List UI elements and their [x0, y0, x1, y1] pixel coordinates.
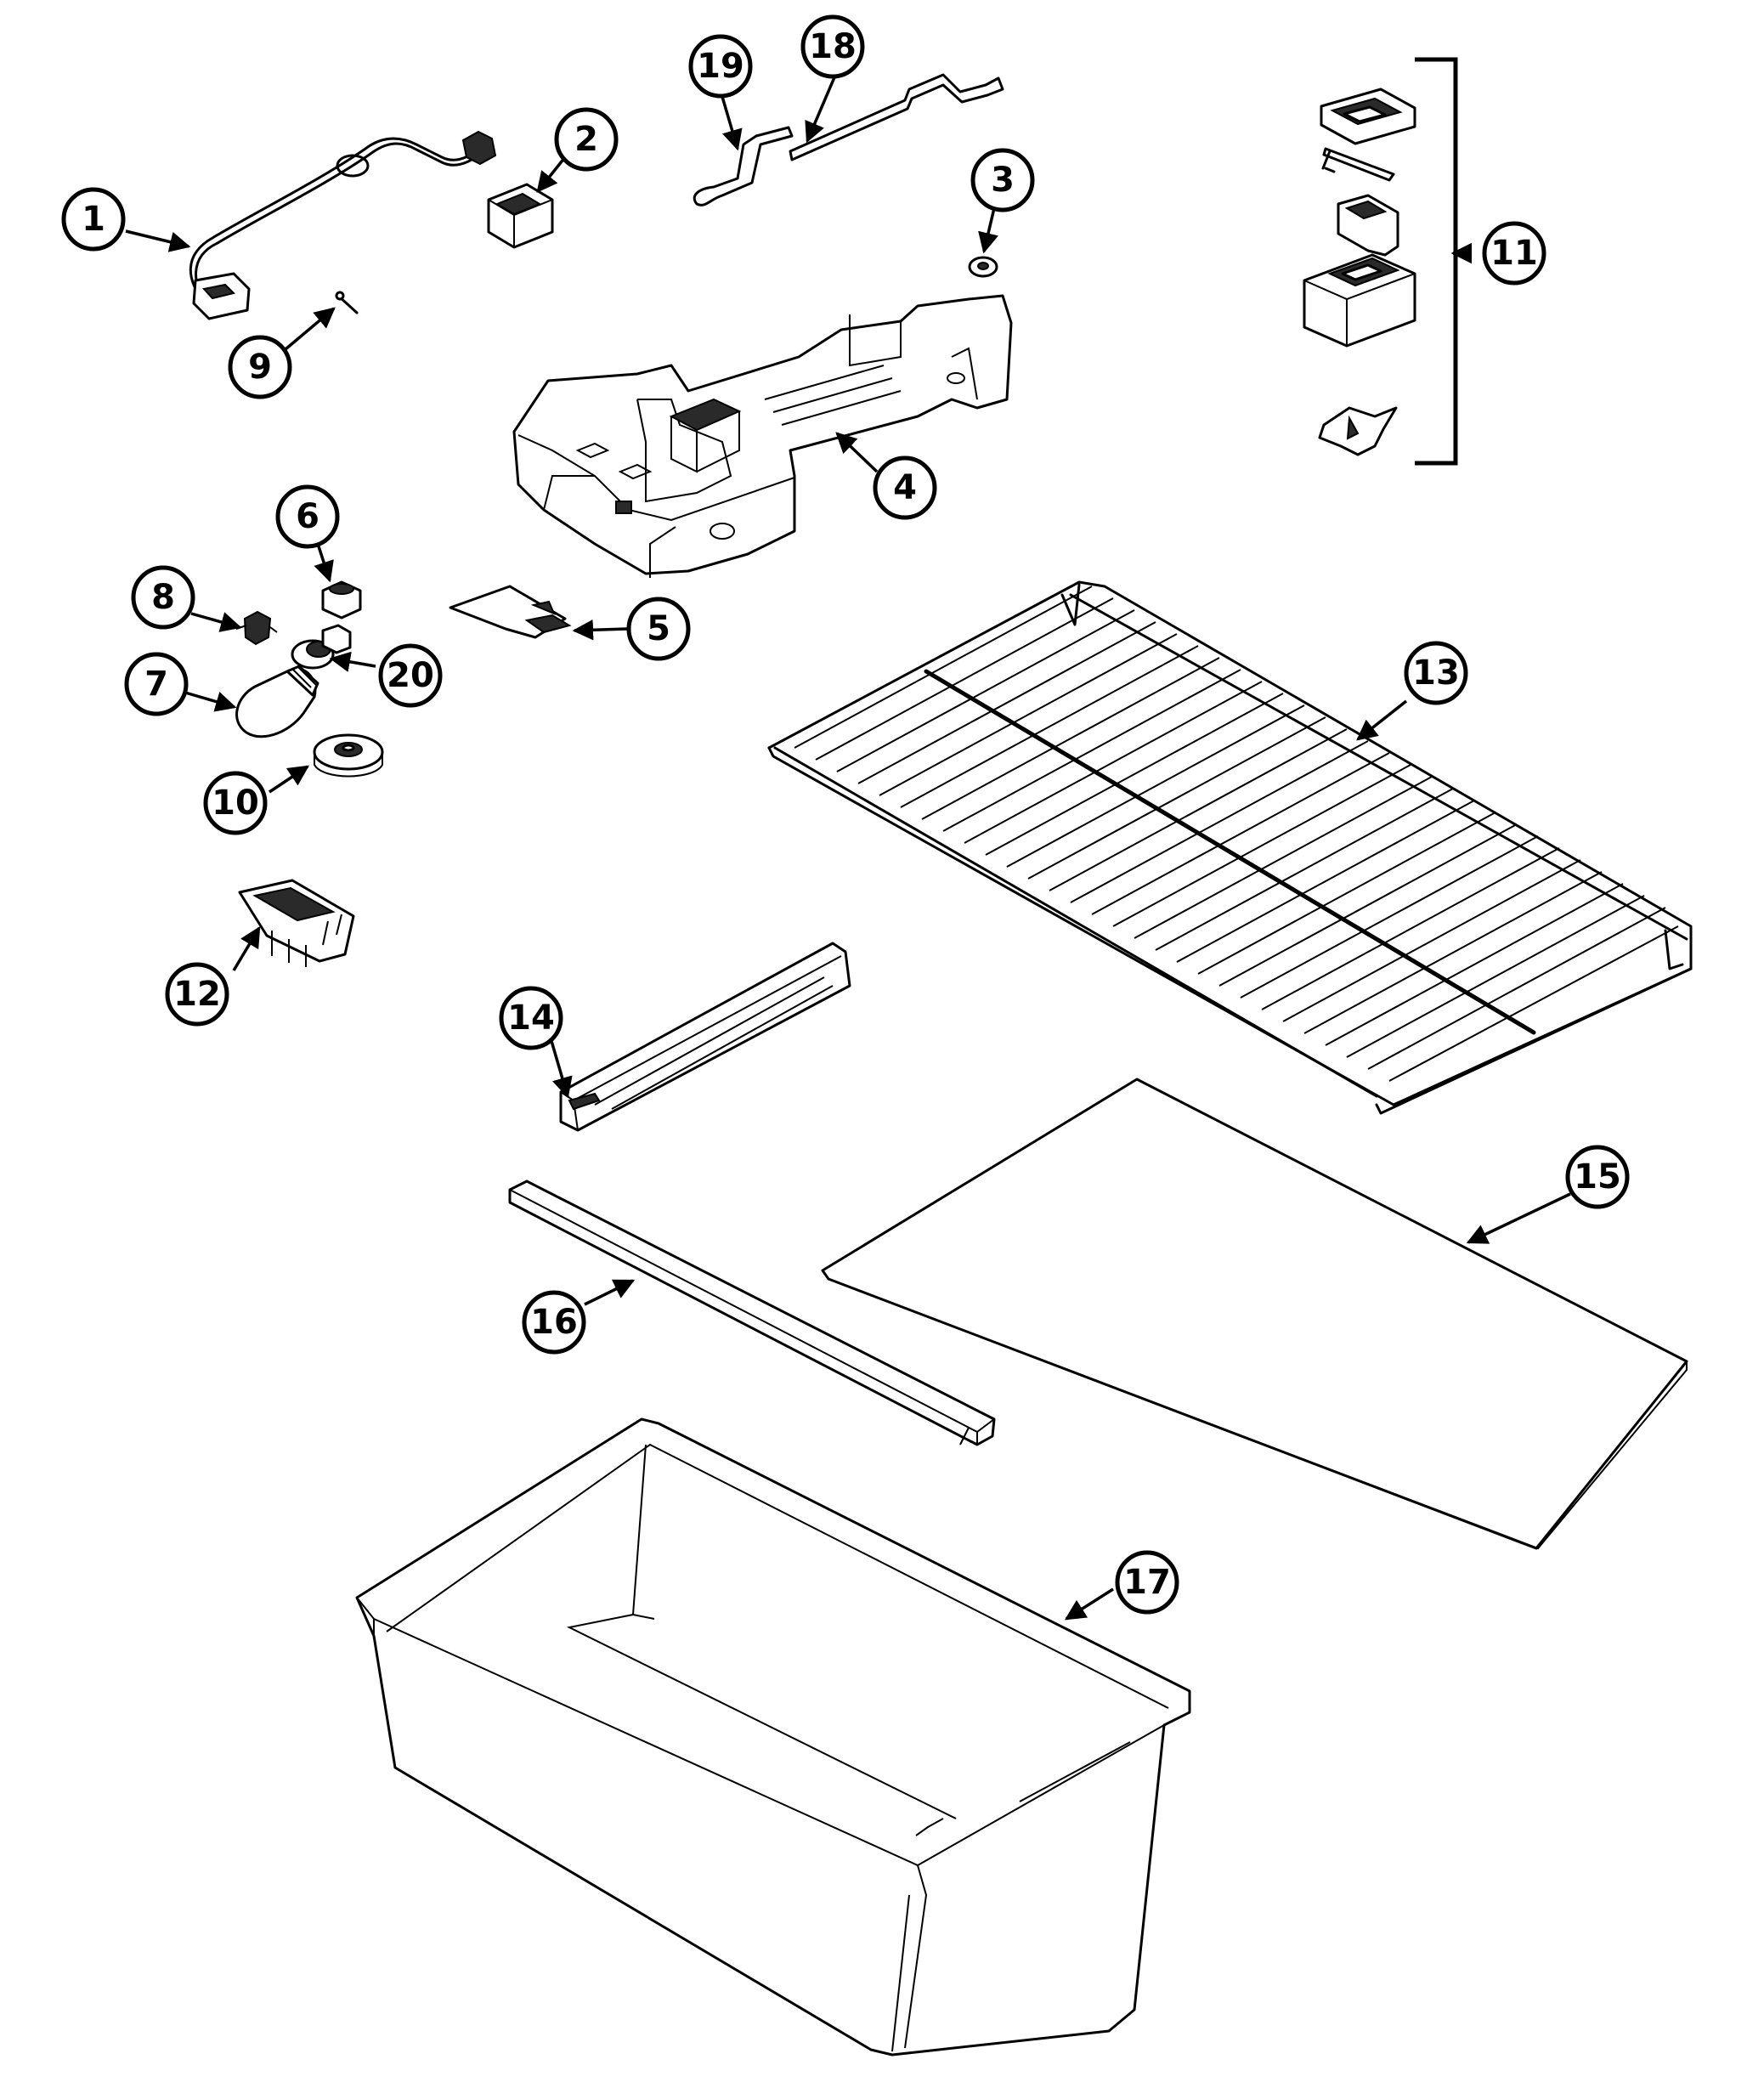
- part-3-nut: [968, 256, 998, 278]
- part-13-wire-shelf: [767, 580, 1693, 1115]
- svg-text:20: 20: [387, 656, 434, 695]
- callout-18: 18: [800, 14, 865, 79]
- svg-text:12: 12: [173, 975, 221, 1014]
- part-17-drawer: [355, 1417, 1191, 2057]
- callout-9: 9: [228, 335, 292, 399]
- part-4-control-housing: [512, 294, 1013, 578]
- callout-17: 17: [1115, 1550, 1179, 1615]
- part-19-bent-rod: [693, 126, 794, 207]
- svg-text:8: 8: [151, 578, 175, 617]
- svg-text:9: 9: [248, 348, 272, 387]
- part-9-pin: [335, 291, 359, 314]
- part-6-socket: [321, 580, 362, 620]
- part-20-lamp-socket: [291, 624, 352, 670]
- callout-16: 16: [522, 1290, 586, 1355]
- svg-text:10: 10: [212, 784, 259, 823]
- part-14-bracket: [559, 942, 851, 1132]
- part-8-clip: [235, 610, 278, 646]
- part-15-glass-shelf: [821, 1078, 1688, 1550]
- callout-10: 10: [203, 771, 268, 835]
- part-2-relay: [487, 183, 554, 249]
- svg-text:17: 17: [1123, 1563, 1171, 1602]
- svg-text:19: 19: [697, 47, 744, 86]
- svg-text:15: 15: [1574, 1157, 1621, 1197]
- callout-15: 15: [1565, 1145, 1630, 1209]
- svg-text:18: 18: [809, 27, 857, 66]
- svg-text:11: 11: [1490, 234, 1538, 273]
- callout-11: 11: [1482, 221, 1546, 286]
- callout-8: 8: [131, 565, 195, 630]
- part-1-wire-harness: [189, 130, 497, 320]
- svg-text:7: 7: [144, 665, 168, 704]
- callout-3: 3: [970, 148, 1035, 212]
- callout-1: 1: [61, 187, 126, 252]
- callout-6: 6: [275, 484, 340, 549]
- part-7-light-bulb: [235, 665, 319, 738]
- svg-text:5: 5: [647, 609, 670, 648]
- svg-text:1: 1: [82, 200, 105, 239]
- svg-text:6: 6: [296, 497, 319, 536]
- part-5-card: [449, 585, 572, 639]
- part-12-basket: [238, 879, 355, 967]
- callout-2: 2: [554, 107, 619, 172]
- callout-4: 4: [873, 455, 937, 520]
- part-10-knob: [313, 733, 384, 778]
- callout-19: 19: [688, 34, 753, 99]
- svg-text:14: 14: [507, 999, 555, 1038]
- callout-5: 5: [626, 597, 691, 661]
- svg-text:3: 3: [991, 161, 1015, 200]
- part-18-rod: [789, 73, 1004, 161]
- svg-text:13: 13: [1412, 653, 1460, 693]
- callout-12: 12: [165, 962, 229, 1027]
- callout-14: 14: [499, 986, 563, 1050]
- svg-text:2: 2: [574, 120, 598, 159]
- svg-text:4: 4: [893, 468, 917, 507]
- callout-20: 20: [378, 643, 443, 708]
- leader-lines: [125, 71, 1571, 1621]
- part-11-kit: [1303, 57, 1458, 466]
- callout-13: 13: [1404, 641, 1468, 705]
- svg-text:16: 16: [530, 1303, 578, 1342]
- callout-7: 7: [124, 652, 189, 716]
- part-16-rail: [508, 1180, 996, 1446]
